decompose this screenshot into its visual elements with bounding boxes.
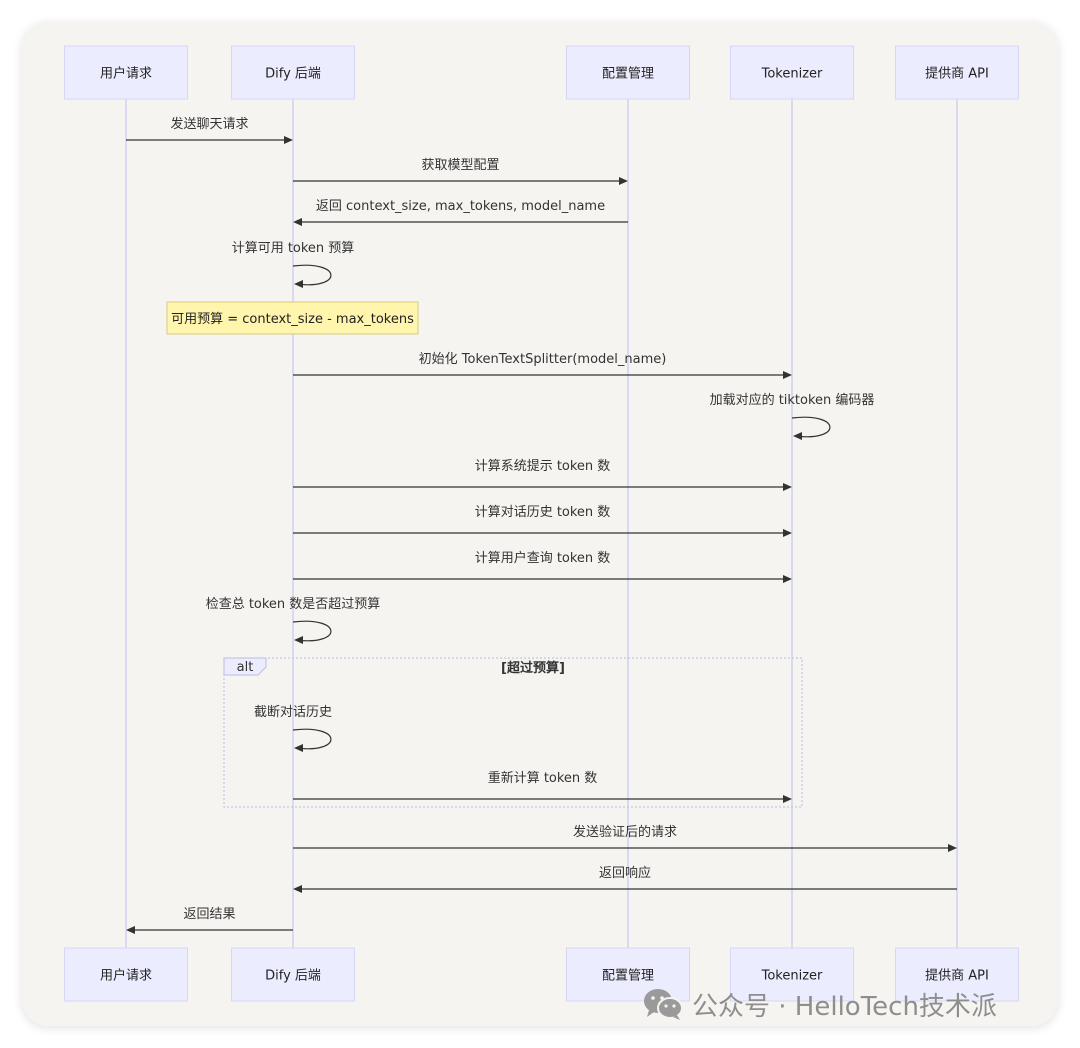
- participant-config-bottom: 配置管理: [566, 947, 690, 1002]
- watermark: 公众号 · HelloTech技术派: [642, 984, 997, 1024]
- participant-provider-bottom: 提供商 API: [895, 947, 1019, 1002]
- participant-label: 用户请求: [100, 968, 152, 984]
- arrowhead: [294, 280, 303, 288]
- alt-keyword: alt: [237, 660, 254, 675]
- alt-condition: [超过预算]: [501, 660, 565, 676]
- participant-dify-top: Dify 后端: [231, 45, 355, 100]
- message-11: 截断对话历史: [254, 705, 332, 752]
- self-arrow-line: [292, 728, 332, 750]
- watermark-text: 公众号 · HelloTech技术派: [692, 991, 997, 1022]
- arrowhead: [284, 136, 293, 144]
- arrowhead: [293, 218, 302, 226]
- participant-label: 提供商 API: [925, 968, 989, 984]
- arrowhead: [126, 926, 135, 934]
- arrowhead: [783, 795, 792, 803]
- message-1: 发送聊天请求: [126, 116, 293, 144]
- arrowhead: [948, 844, 957, 852]
- wechat-icon: [644, 989, 683, 1020]
- message-13: 发送验证后的请求: [293, 824, 957, 852]
- message-12: 重新计算 token 数: [293, 770, 792, 803]
- message-10: 检查总 token 数是否超过预算: [206, 597, 381, 644]
- message-label: 初始化 TokenTextSplitter(model_name): [419, 352, 667, 367]
- self-arrow-line: [292, 620, 332, 642]
- arrowhead: [783, 371, 792, 379]
- message-9: 计算用户查询 token 数: [293, 550, 792, 583]
- message-6: 加载对应的 tiktoken 编码器: [710, 392, 875, 440]
- note-text: 可用预算 = context_size - max_tokens: [171, 312, 414, 327]
- participant-label: 提供商 API: [925, 66, 989, 82]
- message-7: 计算系统提示 token 数: [293, 458, 792, 491]
- participant-dify-bottom: Dify 后端: [231, 947, 355, 1002]
- message-label: 返回结果: [183, 907, 235, 922]
- message-15: 返回结果: [126, 907, 293, 934]
- message-3: 返回 context_size, max_tokens, model_name: [293, 199, 628, 226]
- message-label: 发送聊天请求: [170, 116, 248, 132]
- message-label: 获取模型配置: [421, 158, 499, 173]
- diagram-card: [22, 22, 1058, 1026]
- arrowhead: [783, 575, 792, 583]
- participant-user-top: 用户请求: [64, 45, 188, 100]
- self-arrow-line: [791, 416, 831, 438]
- self-arrow-line: [292, 264, 332, 286]
- arrowhead: [294, 744, 303, 752]
- message-14: 返回响应: [293, 865, 957, 893]
- message-5: 初始化 TokenTextSplitter(model_name): [293, 352, 792, 379]
- arrowhead: [619, 177, 628, 185]
- message-4: 计算可用 token 预算: [232, 241, 355, 288]
- arrowhead: [793, 432, 802, 440]
- arrowhead: [293, 885, 302, 893]
- participant-label: 配置管理: [602, 969, 654, 984]
- participant-user-bottom: 用户请求: [64, 947, 188, 1002]
- message-label: 计算用户查询 token 数: [475, 550, 611, 566]
- arrowhead: [783, 529, 792, 537]
- arrowhead: [294, 636, 303, 644]
- participant-label: Dify 后端: [265, 969, 321, 984]
- note-box: 可用预算 = context_size - max_tokens: [166, 301, 419, 335]
- participant-tokenizer-top: Tokenizer: [730, 45, 854, 100]
- participant-label: Tokenizer: [761, 969, 823, 984]
- message-label: 重新计算 token 数: [488, 770, 598, 786]
- message-label: 计算可用 token 预算: [232, 241, 355, 256]
- participant-label: 配置管理: [602, 67, 654, 82]
- arrowhead: [783, 483, 792, 491]
- participant-tokenizer-bottom: Tokenizer: [730, 947, 854, 1002]
- message-8: 计算对话历史 token 数: [293, 505, 792, 537]
- participant-label: Dify 后端: [265, 67, 321, 82]
- message-label: 发送验证后的请求: [573, 824, 677, 840]
- participant-config-top: 配置管理: [566, 45, 690, 100]
- message-label: 截断对话历史: [254, 705, 332, 720]
- message-2: 获取模型配置: [293, 158, 628, 185]
- message-label: 返回响应: [599, 865, 651, 881]
- alt-frame: alt [超过预算]: [223, 657, 803, 808]
- message-label: 计算系统提示 token 数: [475, 458, 611, 474]
- participant-provider-top: 提供商 API: [895, 45, 1019, 100]
- message-label: 加载对应的 tiktoken 编码器: [710, 392, 875, 408]
- message-label: 检查总 token 数是否超过预算: [206, 597, 381, 612]
- message-label: 计算对话历史 token 数: [475, 505, 611, 520]
- participant-label: 用户请求: [100, 66, 152, 82]
- participant-label: Tokenizer: [761, 67, 823, 82]
- message-label: 返回 context_size, max_tokens, model_name: [316, 199, 605, 214]
